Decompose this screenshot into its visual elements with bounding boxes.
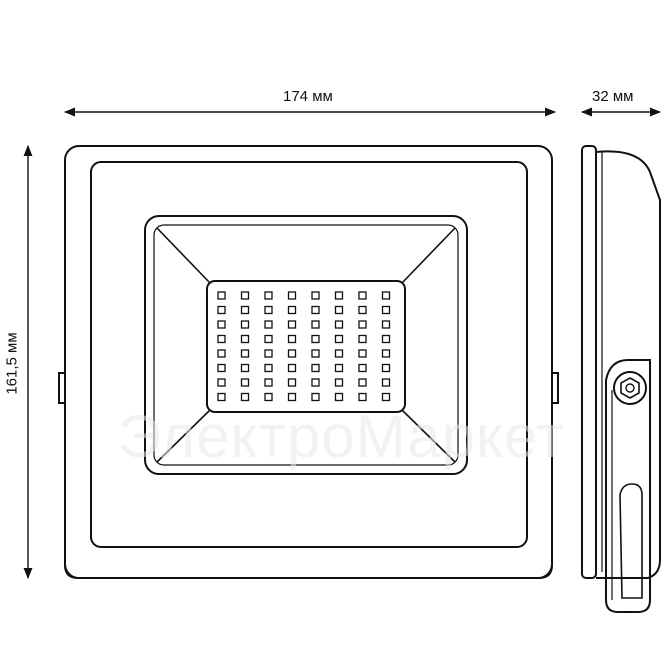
housing-base (64, 545, 553, 579)
led-chip (334, 334, 344, 344)
led-chip (287, 291, 297, 300)
hex-bolt-icon (620, 377, 640, 399)
led-chip (287, 363, 297, 373)
led-chip (240, 320, 250, 329)
led-chip (287, 378, 297, 387)
led-chip (264, 363, 273, 373)
led-chip (334, 349, 344, 358)
led-chip (334, 378, 344, 387)
led-chip (217, 334, 226, 344)
led-chip (217, 363, 226, 373)
led-chip (287, 305, 297, 315)
led-chip (264, 305, 273, 315)
hex-bolt-ring (613, 371, 647, 405)
housing-outer (64, 145, 553, 579)
led-chip (264, 392, 273, 402)
side-view (581, 145, 661, 613)
height-label: 161,5 мм (3, 332, 21, 395)
led-chip (311, 363, 320, 373)
led-chip (358, 378, 367, 387)
led-chip (240, 305, 250, 315)
led-chip (217, 378, 226, 387)
led-chip (334, 320, 344, 329)
led-chip (311, 334, 320, 344)
led-grid (217, 291, 391, 402)
led-chip (240, 392, 250, 402)
side-body (595, 150, 661, 579)
led-chip (311, 349, 320, 358)
led-chip (217, 320, 226, 329)
bracket (605, 359, 651, 613)
led-chip (217, 291, 226, 300)
led-chip (264, 378, 273, 387)
led-chip (358, 363, 367, 373)
led-chip (240, 291, 250, 300)
led-chip (287, 320, 297, 329)
led-chip (311, 392, 320, 402)
led-chip (311, 305, 320, 315)
led-chip (264, 291, 273, 300)
led-chip (381, 291, 391, 300)
led-chip (358, 392, 367, 402)
led-chip (217, 392, 226, 402)
led-chip (381, 392, 391, 402)
width-label: 174 мм (283, 88, 333, 105)
depth-label: 32 мм (592, 88, 634, 105)
led-chip (358, 320, 367, 329)
led-chip (334, 392, 344, 402)
led-chip (381, 363, 391, 373)
reflector-inner (206, 280, 406, 413)
right-mount-tab (551, 372, 559, 404)
led-chip (358, 305, 367, 315)
led-chip (287, 349, 297, 358)
led-chip (381, 378, 391, 387)
led-chip (264, 349, 273, 358)
reflector-outer (144, 215, 468, 475)
led-chip (381, 305, 391, 315)
led-chip (287, 334, 297, 344)
led-chip (264, 334, 273, 344)
housing-inner-frame (90, 161, 528, 548)
led-chip (334, 291, 344, 300)
led-chip (287, 392, 297, 402)
led-chip (240, 334, 250, 344)
led-chip (334, 305, 344, 315)
led-chip (358, 291, 367, 300)
led-chip (358, 349, 367, 358)
led-chip (311, 378, 320, 387)
led-chip (217, 349, 226, 358)
led-chip (311, 291, 320, 300)
led-chip (240, 378, 250, 387)
led-chip (381, 349, 391, 358)
front-view (58, 145, 559, 579)
side-glass (581, 145, 597, 579)
led-chip (240, 349, 250, 358)
led-chip (217, 305, 226, 315)
led-chip (240, 363, 250, 373)
watermark: ЭлектроМаркет (118, 403, 565, 470)
led-chip (311, 320, 320, 329)
led-chip (381, 334, 391, 344)
led-chip (381, 320, 391, 329)
left-mount-tab (58, 372, 66, 404)
led-chip (358, 334, 367, 344)
led-chip (264, 320, 273, 329)
led-chip (334, 363, 344, 373)
